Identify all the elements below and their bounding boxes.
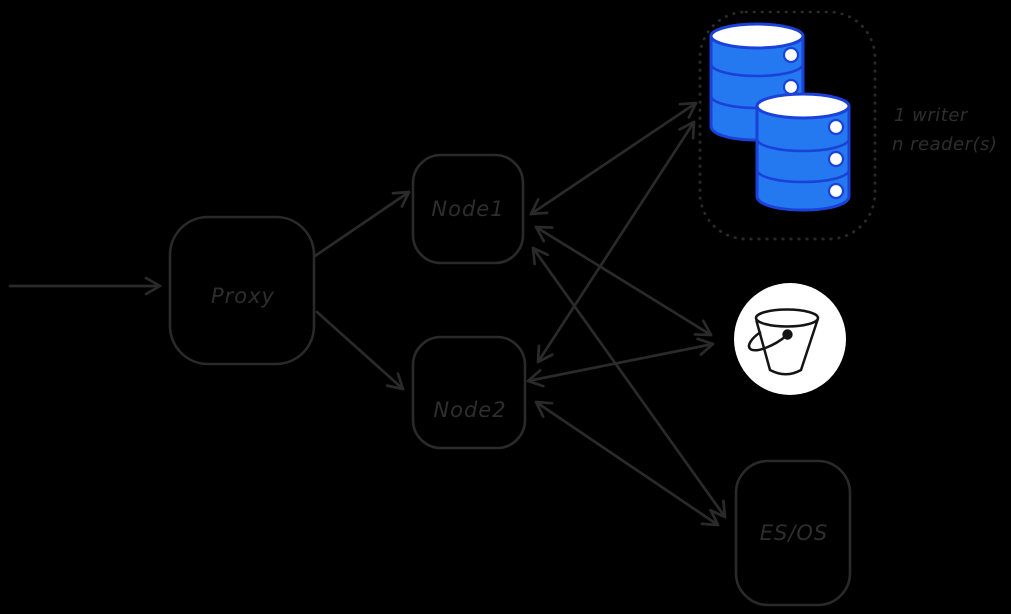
node2-box	[411, 335, 527, 450]
proxy-label: Proxy	[211, 284, 275, 308]
esos-node: ES/OS	[734, 459, 852, 607]
database-cluster-border	[698, 10, 877, 241]
annotation-line1: 1 writer	[894, 105, 969, 126]
esos-label: ES/OS	[760, 521, 829, 545]
node2-node: Node2	[411, 335, 527, 450]
edge-node2-bucket	[526, 337, 715, 388]
edge-proxy-node2	[315, 310, 405, 391]
edge-node2-esos	[534, 400, 720, 527]
annotation-line2: n reader(s)	[892, 134, 997, 155]
edge-proxy-node1	[313, 190, 411, 258]
node2-label: Node2	[433, 398, 506, 422]
edge-node1-bucket	[534, 225, 713, 337]
proxy-node: Proxy	[168, 215, 316, 366]
node1-node: Node1	[411, 153, 525, 265]
node1-box	[411, 153, 525, 265]
bucket-node	[734, 283, 846, 395]
node1-label: Node1	[431, 197, 504, 221]
database-icon-2	[755, 92, 851, 212]
proxy-box	[168, 215, 316, 366]
edge-node1-esos	[531, 246, 727, 519]
database-annotation: 1 writer n reader(s)	[892, 105, 997, 155]
esos-box	[734, 459, 852, 607]
bucket-icon	[747, 308, 820, 376]
database-cluster	[698, 10, 877, 241]
